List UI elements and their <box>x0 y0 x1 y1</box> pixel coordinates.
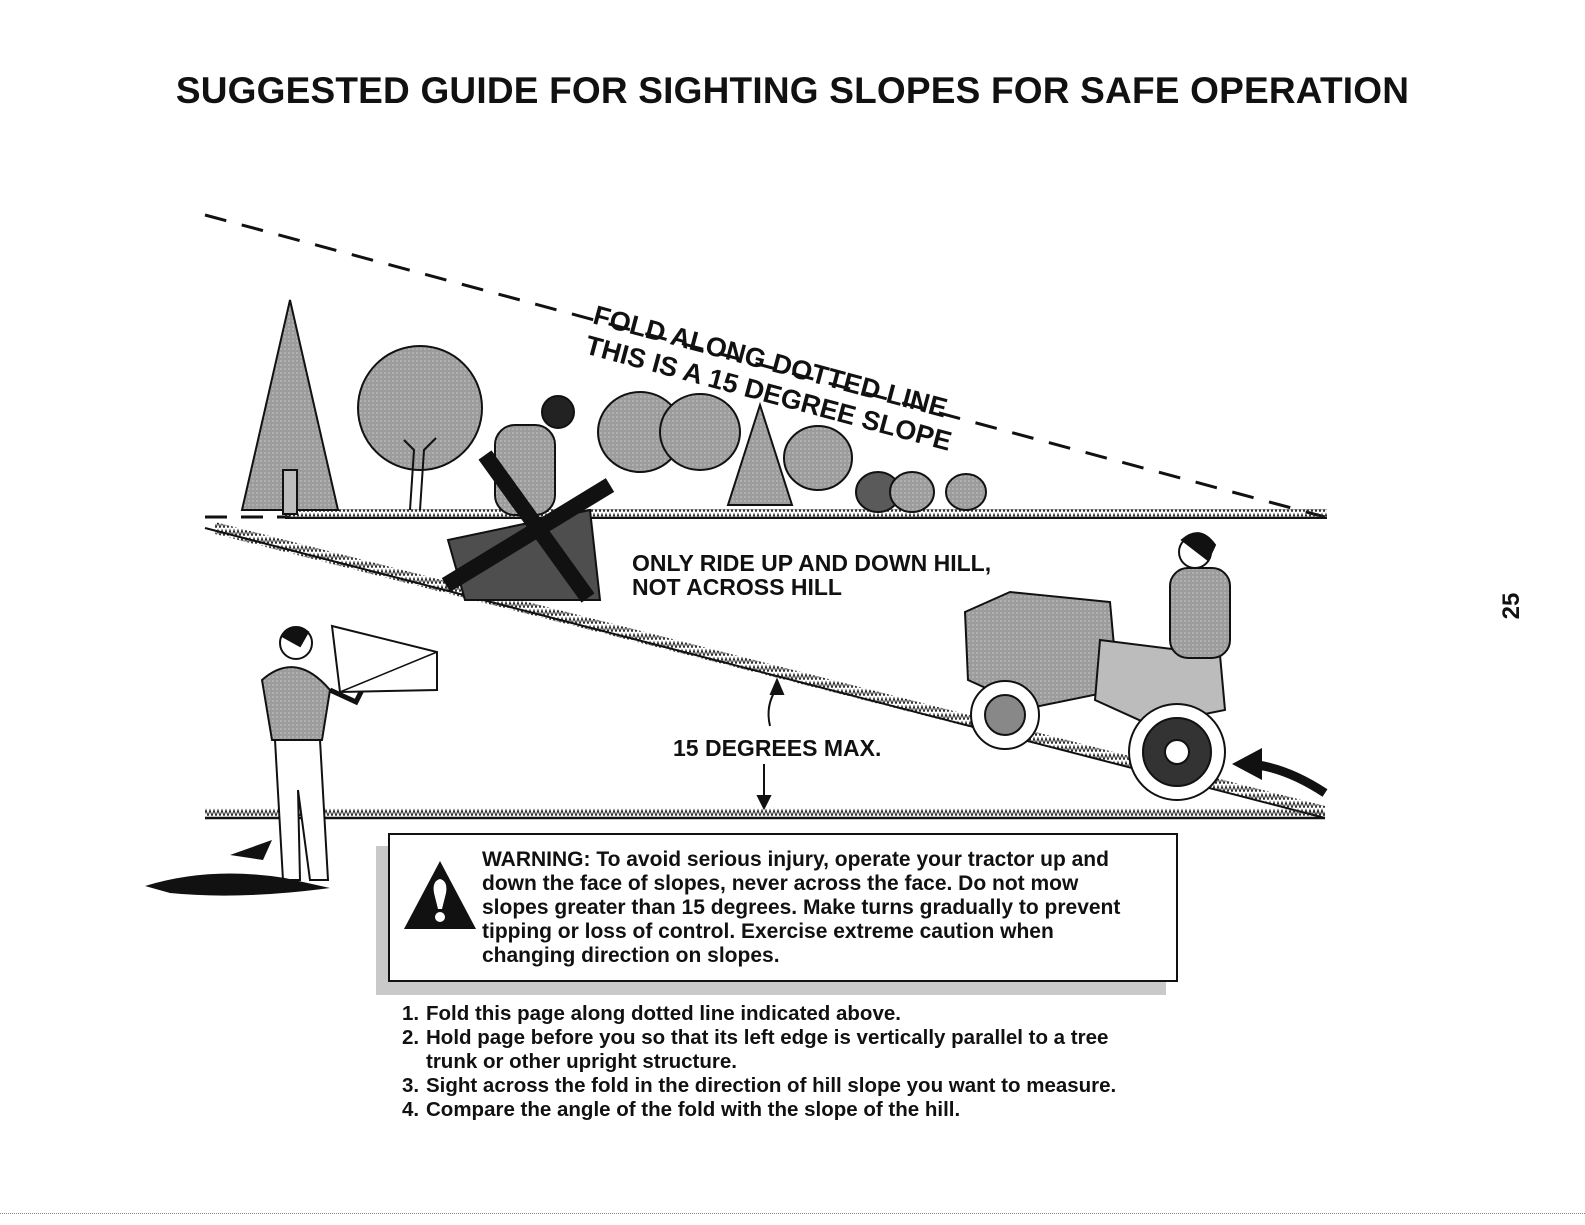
pine-tree <box>726 401 794 506</box>
fold-dashed-line <box>204 213 1326 519</box>
tractor-up-hill <box>963 532 1231 801</box>
page-title: SUGGESTED GUIDE FOR SIGHTING SLOPES FOR … <box>175 70 1410 111</box>
step-text: Sight across the fold in the direction o… <box>426 1074 1117 1097</box>
step-text: Hold page before you so that its left ed… <box>426 1026 1109 1049</box>
man-shadow <box>145 873 330 896</box>
warning-line: WARNING: To avoid serious injury, operat… <box>482 848 1109 871</box>
max-caption: 15 DEGREES MAX. <box>673 735 882 761</box>
step-number: 2. <box>402 1026 420 1049</box>
step-number: 4. <box>402 1098 420 1121</box>
bush <box>945 473 987 511</box>
step-text: Fold this page along dotted line indicat… <box>426 1002 901 1025</box>
bottom-rule <box>0 1213 1585 1214</box>
warning-line: changing direction on slopes. <box>482 944 780 967</box>
prohibited-x-icon <box>441 450 615 603</box>
list-item: 1. Fold this page along dotted line indi… <box>402 1002 1116 1026</box>
tree-group <box>240 299 987 515</box>
ground-grass <box>205 808 1325 818</box>
list-item: 2. Hold page before you so that its left… <box>402 1026 1116 1074</box>
arrow-icon <box>1232 748 1328 797</box>
man-sighting <box>260 624 438 881</box>
warning-line: tipping or loss of control. Exercise ext… <box>482 920 1054 943</box>
list-item: 4. Compare the angle of the fold with th… <box>402 1098 1116 1122</box>
step-text: Compare the angle of the fold with the s… <box>426 1098 961 1121</box>
ride-caption-line1: ONLY RIDE UP AND DOWN HILL, <box>632 550 992 576</box>
measurement-arrows <box>756 677 785 811</box>
step-number: 3. <box>402 1074 420 1097</box>
warning-line: down the face of slopes, never across th… <box>482 872 1079 895</box>
bush <box>889 471 935 513</box>
round-tree <box>659 393 741 471</box>
upper-horizon-grass <box>285 509 1327 518</box>
warning-line: slopes greater than 15 degrees. Make tur… <box>482 896 1121 919</box>
round-tree <box>357 345 483 471</box>
step-number: 1. <box>402 1002 420 1025</box>
warning-box: WARNING: To avoid serious injury, operat… <box>388 833 1178 982</box>
list-item: 3. Sight across the fold in the directio… <box>402 1074 1116 1098</box>
warning-text: WARNING: To avoid serious injury, operat… <box>482 848 1172 968</box>
step-text: trunk or other upright structure. <box>426 1050 737 1073</box>
round-tree <box>783 425 853 491</box>
warning-triangle-icon <box>404 861 476 929</box>
ride-caption: ONLY RIDE UP AND DOWN HILL, NOT ACROSS H… <box>632 551 991 599</box>
instruction-list: 1. Fold this page along dotted line indi… <box>402 1002 1116 1122</box>
ride-caption-line2: NOT ACROSS HILL <box>632 574 842 600</box>
